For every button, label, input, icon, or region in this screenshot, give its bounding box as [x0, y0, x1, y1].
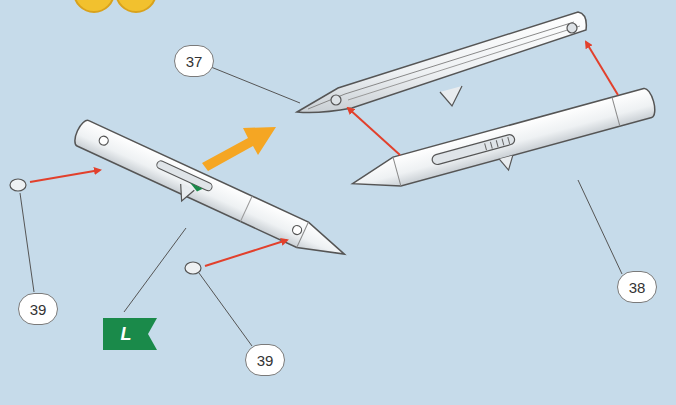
leader-lines — [20, 67, 622, 346]
pen-half-37 — [297, 12, 586, 113]
pen-half-38 — [349, 87, 661, 211]
callout-number: 38 — [617, 271, 657, 303]
pen-assembled — [69, 118, 350, 272]
direction-arrow — [202, 127, 276, 171]
callout-number: 37 — [174, 45, 214, 77]
callout-number: 39 — [245, 344, 285, 376]
insert-arrows — [30, 42, 618, 266]
callout-number: 39 — [18, 293, 58, 325]
flag-label: L — [101, 319, 151, 349]
cap-39 — [10, 179, 201, 274]
